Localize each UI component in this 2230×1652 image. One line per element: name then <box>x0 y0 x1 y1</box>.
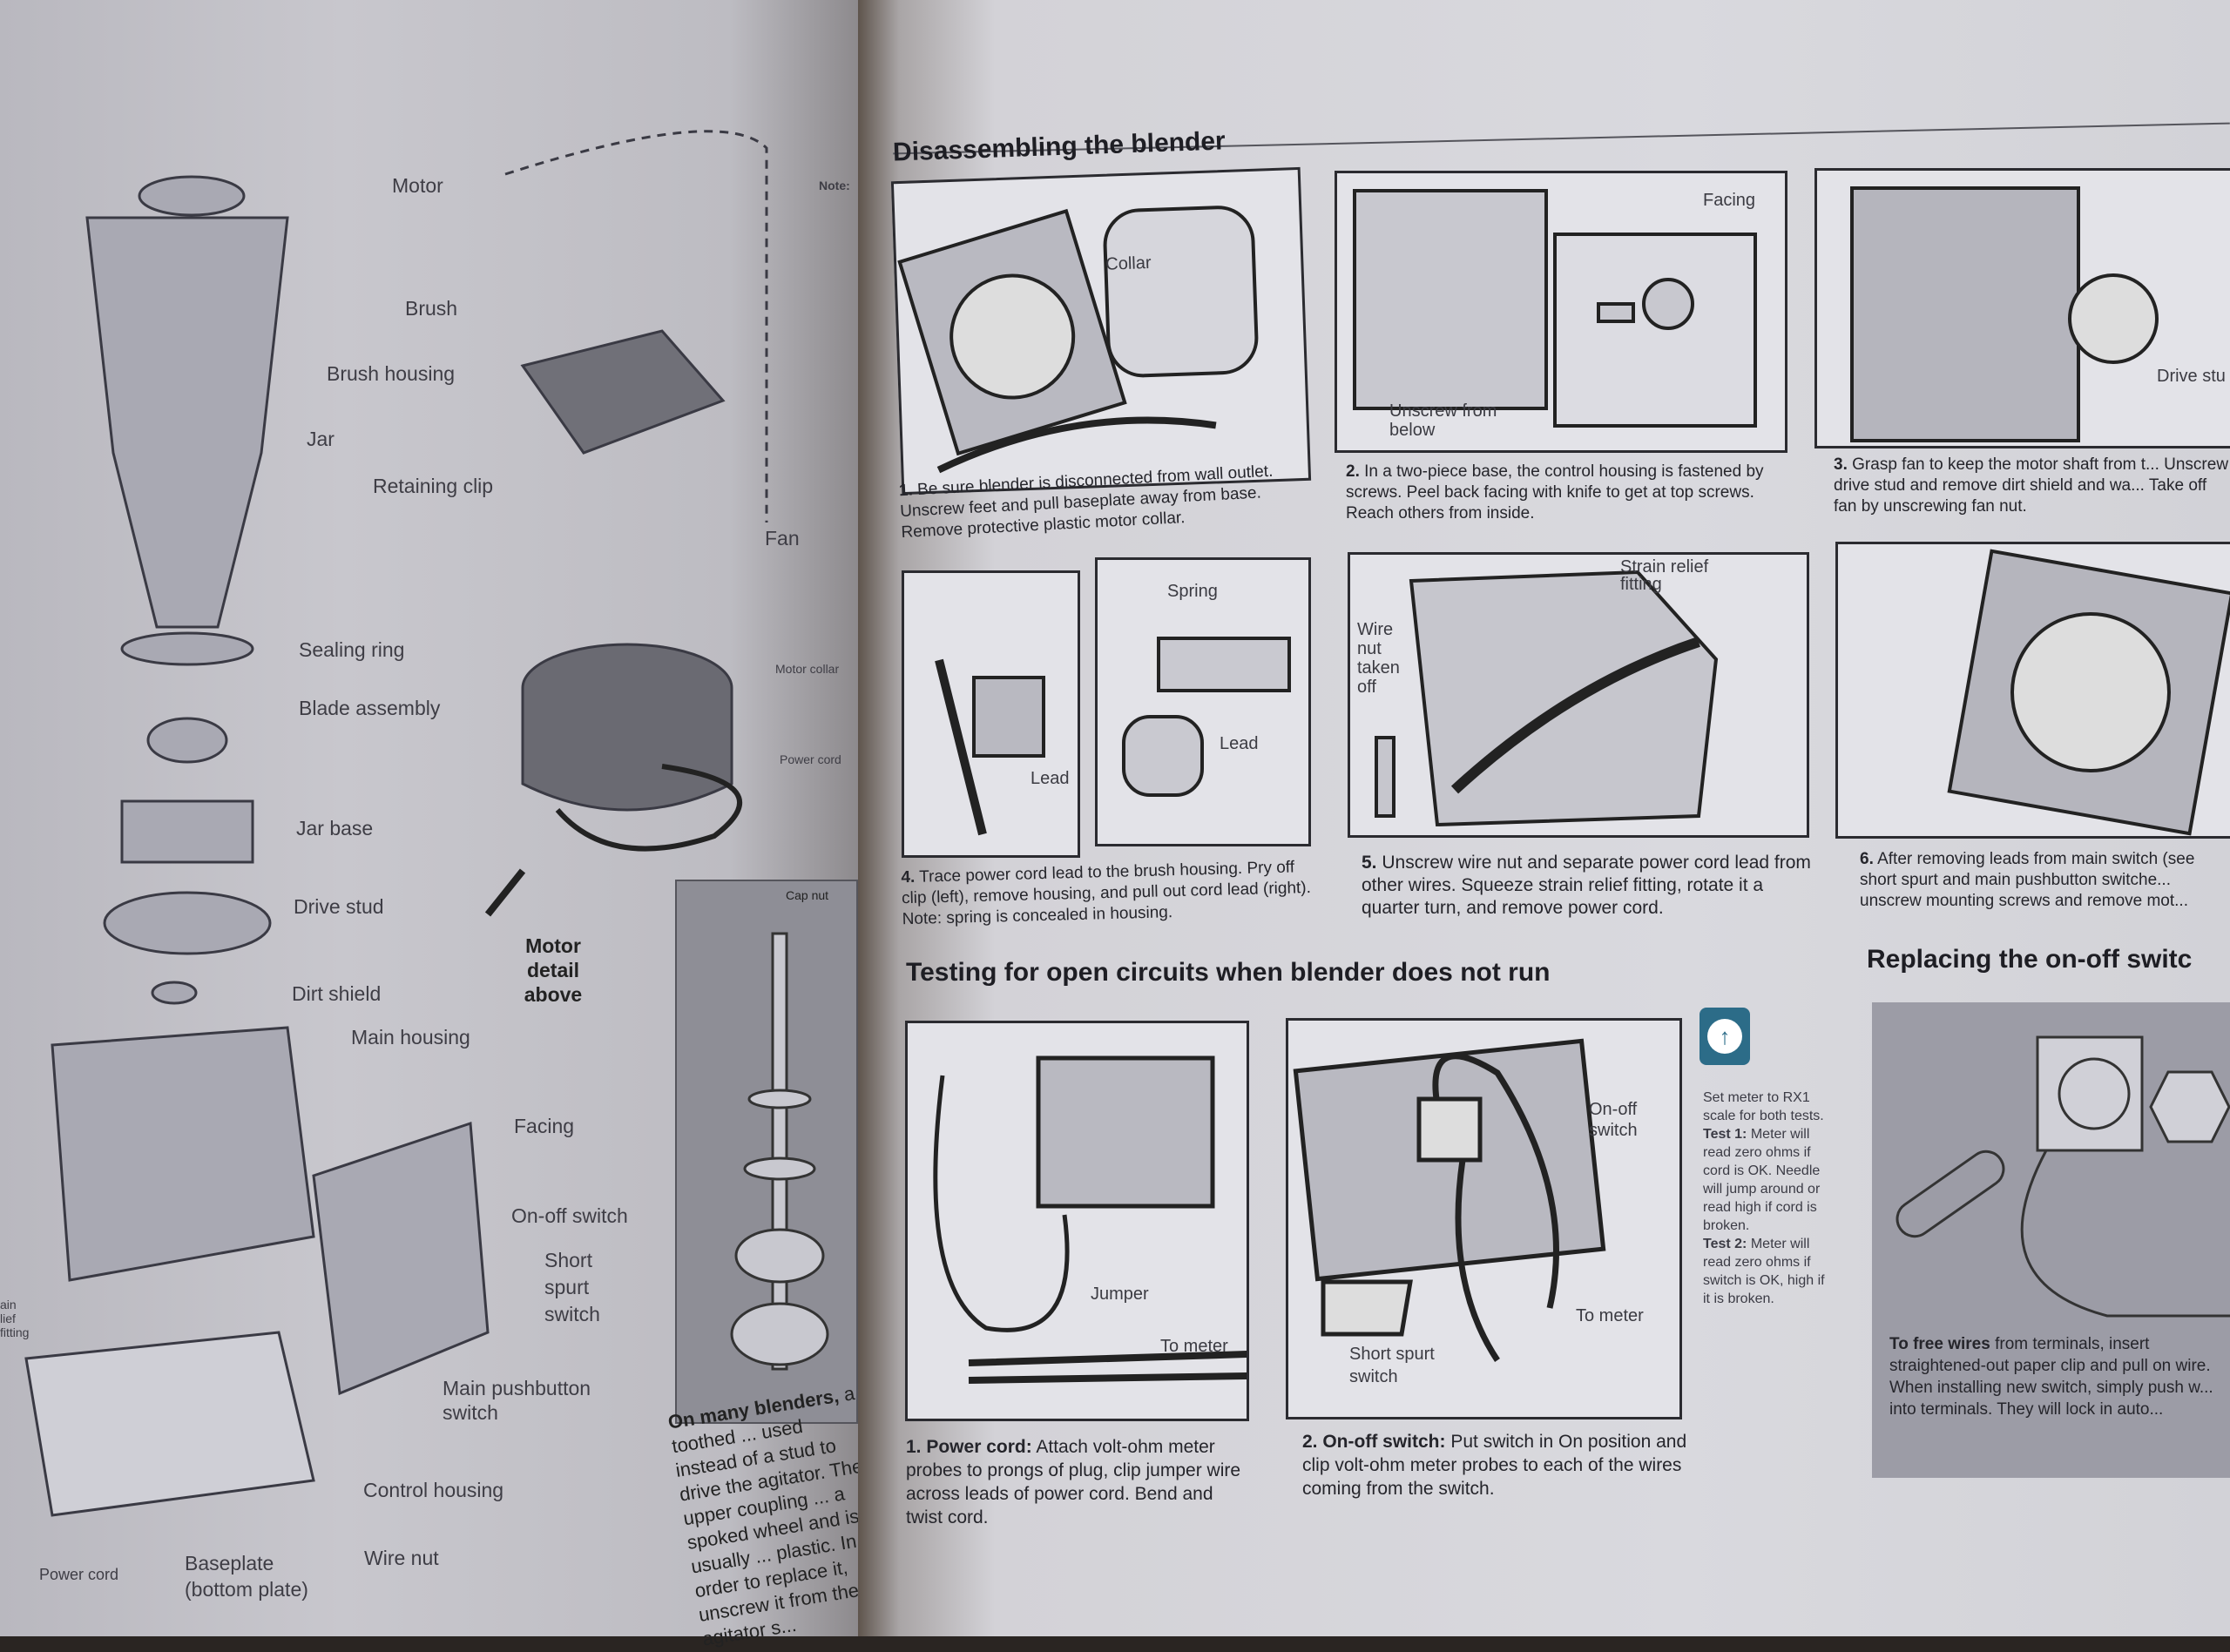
meter-note: Set meter to RX1 scale for both tests. T… <box>1703 1089 1834 1308</box>
test2-caption-bold: 2. On-off switch: <box>1302 1432 1446 1452</box>
step3-caption: 3. Grasp fan to keep the motor shaft fro… <box>1834 455 2230 517</box>
label-power-cord-small: Power cord <box>780 752 841 766</box>
step6-number: 6. <box>1860 850 1874 868</box>
label-fan: Fan <box>765 527 800 550</box>
step4-left-illustration: Lead <box>902 570 1080 858</box>
step1-illustration: Collar <box>890 166 1312 496</box>
label-to-meter-1: To meter <box>1160 1337 1228 1356</box>
step6-caption: 6. After removing leads from main switch… <box>1860 849 2230 912</box>
step2-illustration: Facing Unscrew from below <box>1335 171 1787 453</box>
label-control-housing: Control housing <box>363 1479 504 1501</box>
test2-caption: 2. On-off switch: Put switch in On posit… <box>1302 1430 1712 1500</box>
label-retaining-clip: Retaining clip <box>373 475 494 497</box>
label-strain-relief-fitting: Strain relief fitting <box>1620 557 1709 594</box>
step5-caption: 5. Unscrew wire nut and separate power c… <box>1362 852 1814 920</box>
step4-right-illustration: Spring Lead <box>1095 557 1311 846</box>
label-on-off-switch-panel: On-off switch <box>1589 1100 1638 1140</box>
test2-illustration: On-off switch To meter Short spurt switc… <box>1286 1018 1682 1419</box>
step5-text: Unscrew wire nut and separate power cord… <box>1362 853 1811 918</box>
label-strain-fitting: ain lief fitting <box>0 1298 30 1339</box>
label-short-spurt-switch: Short spurt switch <box>544 1249 600 1325</box>
label-lead-left: Lead <box>1031 769 1070 788</box>
label-jar: Jar <box>307 428 334 450</box>
label-motor-detail: Motor detail above <box>524 934 583 1006</box>
test1-text: Meter will read zero ohms if cord is OK.… <box>1703 1127 1821 1233</box>
label-drive-stud-panel: Drive stu <box>2157 367 2226 386</box>
step2-text: In a two-piece base, the control housing… <box>1346 462 1764 523</box>
label-short-spurt-switch-panel: Short spurt switch <box>1349 1345 1435 1386</box>
label-facing-panel: Facing <box>1703 191 1756 210</box>
label-brush-housing: Brush housing <box>327 362 456 385</box>
test1-caption-bold: 1. Power cord: <box>906 1437 1032 1457</box>
label-to-meter-2: To meter <box>1576 1306 1644 1325</box>
meter-note-intro: Set meter to RX1 scale for both tests. <box>1703 1090 1824 1123</box>
step6-text: After removing leads from main switch (s… <box>1860 850 2195 910</box>
test2-label: Test 2: <box>1703 1237 1747 1251</box>
step3-illustration: Drive stu <box>1814 168 2230 448</box>
label-collar: Collar <box>1105 253 1152 274</box>
section-title-disassembling: Disassembling the blender <box>892 126 1226 167</box>
label-jumper: Jumper <box>1091 1285 1149 1304</box>
switch-caption-bold: To free wires <box>1889 1335 1990 1353</box>
label-motor: Motor <box>392 174 443 197</box>
test1-label: Test 1: <box>1703 1127 1747 1142</box>
right-page: Disassembling the blender Collar Facing … <box>858 0 2230 1636</box>
label-jar-base: Jar base <box>296 817 374 839</box>
test1-caption: 1. Power cord: Attach volt-ohm meter pro… <box>906 1435 1254 1529</box>
step3-number: 3. <box>1834 455 1848 474</box>
step6-illustration <box>1835 542 2230 839</box>
meter-icon: ↑ <box>1700 1008 1750 1065</box>
label-spring: Spring <box>1167 582 1218 601</box>
label-blade-assembly: Blade assembly <box>299 697 441 719</box>
section-title-replacing: Replacing the on-off switc <box>1867 945 2193 974</box>
step2-number: 2. <box>1346 462 1360 481</box>
step4-number: 4. <box>901 867 916 887</box>
switch-caption-text: from terminals, insert straightened-out … <box>1889 1335 2213 1419</box>
label-wire-nut: Wire nut <box>364 1547 439 1569</box>
switch-caption: To free wires from terminals, insert str… <box>1889 1333 2229 1420</box>
blender-exploded-diagram <box>24 130 768 1517</box>
step4-text: Trace power cord lead to the brush housi… <box>901 858 1312 929</box>
step5-illustration: Strain relief fitting Wire nut taken off <box>1348 552 1809 838</box>
label-facing: Facing <box>514 1115 575 1137</box>
label-sealing-ring: Sealing ring <box>299 638 405 661</box>
left-page: Motor Brush Brush housing Jar Retaining … <box>0 0 864 1650</box>
label-wire-nut-taken-off: Wire nut taken off <box>1357 620 1400 697</box>
test1-caption-text: Attach volt-ohm meter probes to prongs o… <box>906 1437 1241 1527</box>
label-lead-right: Lead <box>1220 734 1259 753</box>
label-cap-nut: Cap nut <box>786 888 829 902</box>
step2-caption: 2. In a two-piece base, the control hous… <box>1346 462 1790 524</box>
step3-text: Grasp fan to keep the motor shaft from t… <box>1834 455 2229 516</box>
label-baseplate: Baseplate (bottom plate) <box>185 1552 308 1601</box>
test2-text: Meter will read zero ohms if switch is O… <box>1703 1237 1825 1306</box>
label-motor-collar: Motor collar <box>775 662 840 676</box>
section-title-testing: Testing for open circuits when blender d… <box>906 958 1551 987</box>
cap-nut-inset-illustration: Cap nut <box>675 880 858 1424</box>
label-main-pushbutton-switch: Main pushbutton switch <box>443 1377 591 1424</box>
switch-replacement-illustration: To free wires from terminals, insert str… <box>1872 1002 2230 1478</box>
label-unscrew-from-below: Unscrew from below <box>1389 401 1497 440</box>
label-drive-stud: Drive stud <box>294 895 384 918</box>
label-note: Note: <box>819 179 850 192</box>
label-brush: Brush <box>405 297 458 320</box>
step4-caption: 4. Trace power cord lead to the brush ho… <box>901 857 1321 931</box>
test1-illustration: Jumper To meter <box>905 1021 1249 1421</box>
test2-caption-text: Put switch in On position and clip volt-… <box>1302 1432 1687 1499</box>
label-main-housing: Main housing <box>351 1026 470 1049</box>
label-power-cord: Power cord <box>39 1566 119 1583</box>
label-dirt-shield: Dirt shield <box>292 982 382 1005</box>
step5-number: 5. <box>1362 853 1377 873</box>
label-on-off-switch: On-off switch <box>511 1204 628 1227</box>
step1-number: 1. <box>898 481 914 501</box>
